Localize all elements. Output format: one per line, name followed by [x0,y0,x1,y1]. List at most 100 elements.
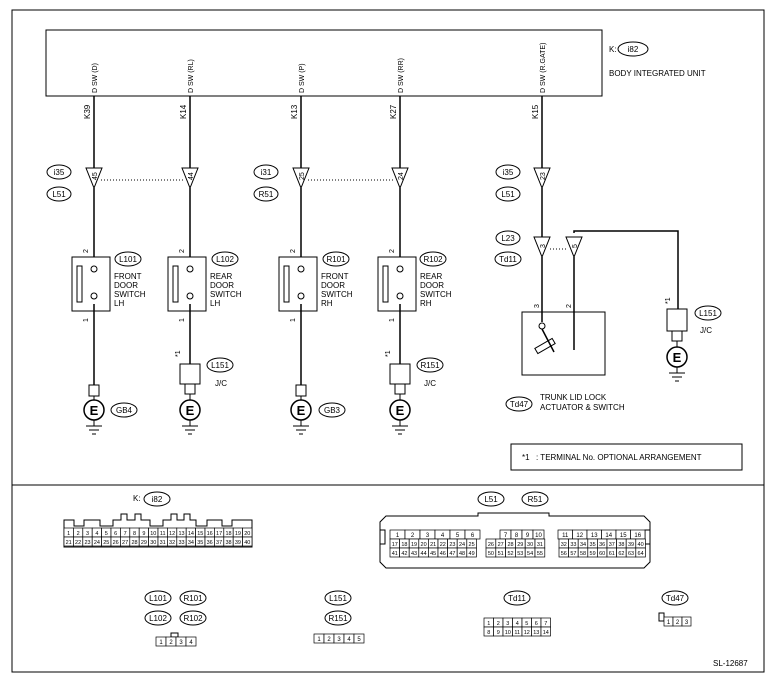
connector-pin: 14 [540,626,551,637]
connector-pin-number: 28 [507,542,513,548]
connector-pin: 2 [493,617,504,628]
connector-pin: 27 [120,536,131,547]
connector-pin-number: 59 [590,551,596,557]
connector-pin: 58 [577,547,589,558]
door-switches: 2 1 L101 FRONT DOOR SWITCH LH 2 1 L102 R… [71,249,452,322]
note-box: *1 : TERMINAL No. OPTIONAL ARRANGEMENT [510,443,743,471]
connector-pin-number: 4 [516,621,519,627]
connector-pin: 28 [505,538,516,549]
connector-pin: 48 [456,547,468,558]
connector-pin-number: 22 [75,540,81,546]
connector-pin: 61 [606,547,617,558]
connector-pin-number: 20 [421,542,427,548]
connector-pin: 34 [577,538,589,549]
connector-pin-number: 6 [471,533,475,539]
connector-pin: 53 [515,547,526,558]
conn-id: Td11 [508,594,526,603]
connector-pin-number: 33 [178,540,184,546]
connector-pin-number: 3 [685,620,689,626]
switch-conn-id: R102 [423,255,443,264]
connector-pin-number: 6 [535,621,538,627]
connector-pin-number: 16 [634,533,641,539]
connector-pin: 60 [597,547,608,558]
wires [93,96,679,385]
connector-pin-number: 50 [488,551,494,557]
ground-id: GB3 [324,406,341,415]
connector-pin-number: 2 [327,637,331,643]
connector-pin-number: 2 [411,533,415,539]
connector-pin-number: 13 [178,531,184,537]
connector-pin: 4 [512,617,523,628]
connector-pin-number: 55 [537,551,543,557]
connector-pin-number: 48 [459,551,465,557]
grounds: E GB4 *1 L151 J/C E E GB3 *1 R151 J/C [83,297,722,435]
connector-pin: 26 [485,538,497,549]
option-star: *1 [385,350,392,357]
connector-pin: 32 [167,536,178,547]
conn-id: Td11 [499,255,517,264]
connector-pin-number: 9 [526,533,530,539]
connector-pin-number: 60 [599,551,605,557]
connector-pin: 3 [681,616,692,627]
unit-name: BODY INTEGRATED UNIT [609,69,706,78]
connector-pin-number: 8 [133,531,136,537]
door-switch-front-lh: 2 1 L101 FRONT DOOR SWITCH LH [71,249,146,322]
connector-pin-number: 33 [570,542,576,548]
connector-pin: 7 [120,527,131,538]
connector-pin-number: 28 [131,540,137,546]
connector-pin-number: 8 [515,533,519,539]
connector-pin-number: 3 [179,640,183,646]
harness-connectors [85,167,583,259]
connector-pin-number: 53 [517,551,523,557]
connector-pin-number: 20 [244,531,250,537]
unit-pin-terminal: K39 [83,104,92,119]
jc-conn-id: L151 [211,361,229,370]
conn-id: L151 [329,594,347,603]
connector-pin: 1 [663,616,674,627]
connector-pin: 35 [587,538,598,549]
diagram-code: SL-12687 [713,659,748,668]
connector-pin-number: 39 [235,540,241,546]
connector-pin: 19 [408,538,420,549]
switch-pin: 1 [179,318,186,322]
connector-pin: 50 [485,547,497,558]
connector-pin-number: 23 [84,540,90,546]
switch-label: DOOR [420,281,444,290]
connector-pin: 22 [73,536,84,547]
connector-pin: 2 [672,616,683,627]
connector-pin-number: 1 [317,637,321,643]
connector-pin: 6 [464,529,481,540]
connector-pin-number: 12 [576,533,583,539]
connector-pin: 21 [63,536,74,547]
ground-icon: E [90,403,99,418]
connector-pin: 41 [389,547,400,558]
unit-conn-id: i82 [628,45,639,54]
connector-pin-number: 63 [628,551,634,557]
connector-pin: 9 [138,527,149,538]
connector-pin: 7 [499,529,512,540]
jc-label: J/C [700,326,712,335]
connector-pin: 3 [502,617,513,628]
connector-pin: 59 [587,547,598,558]
connector-pin-number: 43 [411,551,417,557]
connector-triangle [292,167,310,190]
connector-pin: 26 [110,536,121,547]
connector-pin: 38 [616,538,627,549]
connector-pin-number: 5 [357,637,361,643]
connector-pin: 42 [399,547,410,558]
connector-pin-number: 19 [235,531,241,537]
connector-pin: 28 [129,536,140,547]
connector-pin: 43 [408,547,420,558]
connector-pin-number: 14 [605,533,612,539]
switch-label: SWITCH [210,290,242,299]
connector-pin-number: 7 [544,621,547,627]
connector-pin-number: 2 [77,531,80,537]
connector-pin: 1 [63,527,74,538]
connector-pin-number: 36 [207,540,213,546]
conn-id: L102 [149,614,167,623]
connector-pin: 2 [323,633,335,644]
